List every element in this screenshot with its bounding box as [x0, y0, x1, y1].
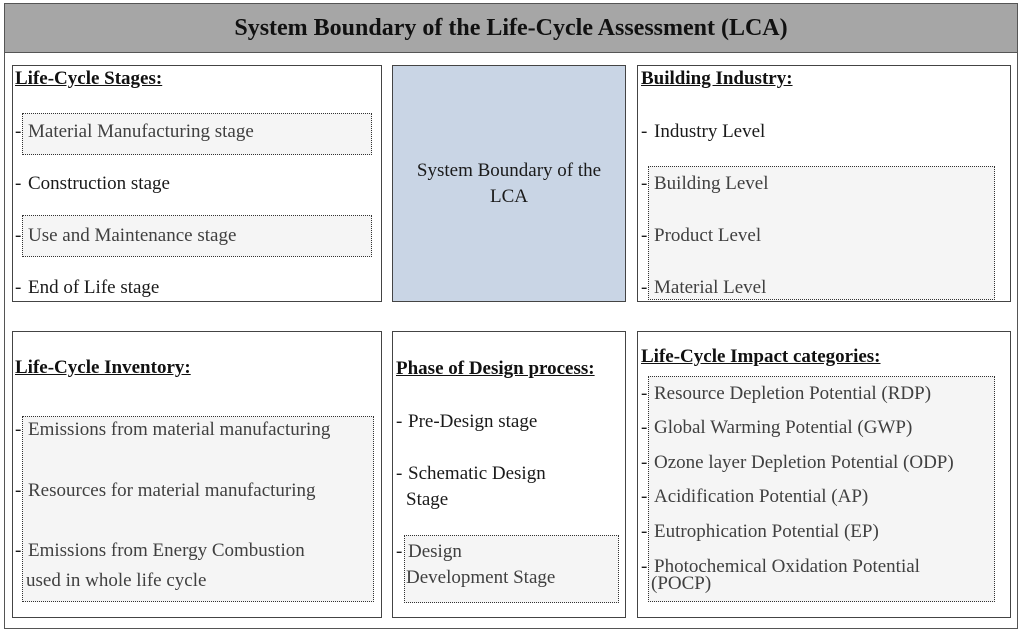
- diagram-title: System Boundary of the Life-Cycle Assess…: [4, 3, 1018, 53]
- bullet-dash: -: [641, 121, 648, 142]
- impact-item: Acidification Potential (AP): [654, 486, 869, 507]
- impact-item: Photochemical Oxidation Potential: [654, 556, 920, 577]
- highlight-box-inventory: [22, 416, 374, 602]
- bullet-dash: -: [396, 411, 403, 432]
- design-item-continued: Stage: [406, 489, 449, 510]
- bullet-dash: -: [641, 521, 648, 542]
- industry-item: Industry Level: [654, 121, 766, 142]
- impact-categories-heading: Life-Cycle Impact categories:: [641, 346, 881, 367]
- impact-item: Ozone layer Depletion Potential (ODP): [654, 452, 954, 473]
- bullet-dash: -: [15, 277, 22, 298]
- bullet-dash: -: [15, 225, 22, 246]
- inventory-item: Emissions from Energy Combustion: [28, 540, 305, 561]
- design-item-continued: Development Stage: [406, 567, 556, 588]
- impact-item: Eutrophication Potential (EP): [654, 521, 879, 542]
- bullet-dash: -: [396, 541, 403, 562]
- highlight-box-levels: [648, 166, 995, 300]
- impact-item: Global Warming Potential (GWP): [654, 417, 913, 438]
- bullet-dash: -: [15, 173, 22, 194]
- design-item: Schematic Design: [408, 463, 546, 484]
- bullet-dash: -: [641, 383, 648, 404]
- bullet-dash: -: [15, 480, 22, 501]
- bullet-dash: -: [15, 419, 22, 440]
- bullet-dash: -: [641, 452, 648, 473]
- inventory-item: Emissions from material manufacturing: [28, 419, 331, 440]
- bullet-dash: -: [641, 225, 648, 246]
- industry-item: Material Level: [654, 277, 767, 298]
- bullet-dash: -: [641, 173, 648, 194]
- bullet-dash: -: [15, 121, 22, 142]
- center-label: System Boundary of the LCA: [416, 159, 602, 207]
- design-item: Pre-Design stage: [408, 411, 538, 432]
- design-item: Design: [408, 541, 462, 562]
- building-industry-heading: Building Industry:: [641, 68, 793, 89]
- industry-item: Building Level: [654, 173, 769, 194]
- life-cycle-stages-heading: Life-Cycle Stages:: [15, 68, 163, 89]
- impact-item: Resource Depletion Potential (RDP): [654, 383, 932, 404]
- industry-item: Product Level: [654, 225, 762, 246]
- inventory-item-continued: used in whole life cycle: [26, 570, 207, 591]
- life-cycle-inventory-heading: Life-Cycle Inventory:: [15, 357, 191, 378]
- bullet-dash: -: [15, 540, 22, 561]
- bullet-dash: -: [641, 556, 648, 577]
- bullet-dash: -: [641, 277, 648, 298]
- bullet-dash: -: [396, 463, 403, 484]
- highlight-box-impacts: [648, 376, 995, 602]
- panel-life-cycle-stages: [12, 65, 382, 302]
- highlight-box-design-development: [404, 535, 619, 603]
- bullet-dash: -: [641, 486, 648, 507]
- bullet-dash: -: [641, 417, 648, 438]
- stage-item: Construction stage: [28, 173, 170, 194]
- impact-item-continued: (POCP): [651, 573, 712, 594]
- highlight-box-use: [22, 215, 372, 257]
- highlight-box-manufacturing: [22, 113, 372, 155]
- stage-item: End of Life stage: [28, 277, 160, 298]
- stage-item: Use and Maintenance stage: [28, 225, 237, 246]
- system-boundary-center: System Boundary of the LCA: [392, 65, 626, 302]
- design-process-heading: Phase of Design process:: [396, 358, 595, 379]
- inventory-item: Resources for material manufacturing: [28, 480, 316, 501]
- stage-item: Material Manufacturing stage: [28, 121, 254, 142]
